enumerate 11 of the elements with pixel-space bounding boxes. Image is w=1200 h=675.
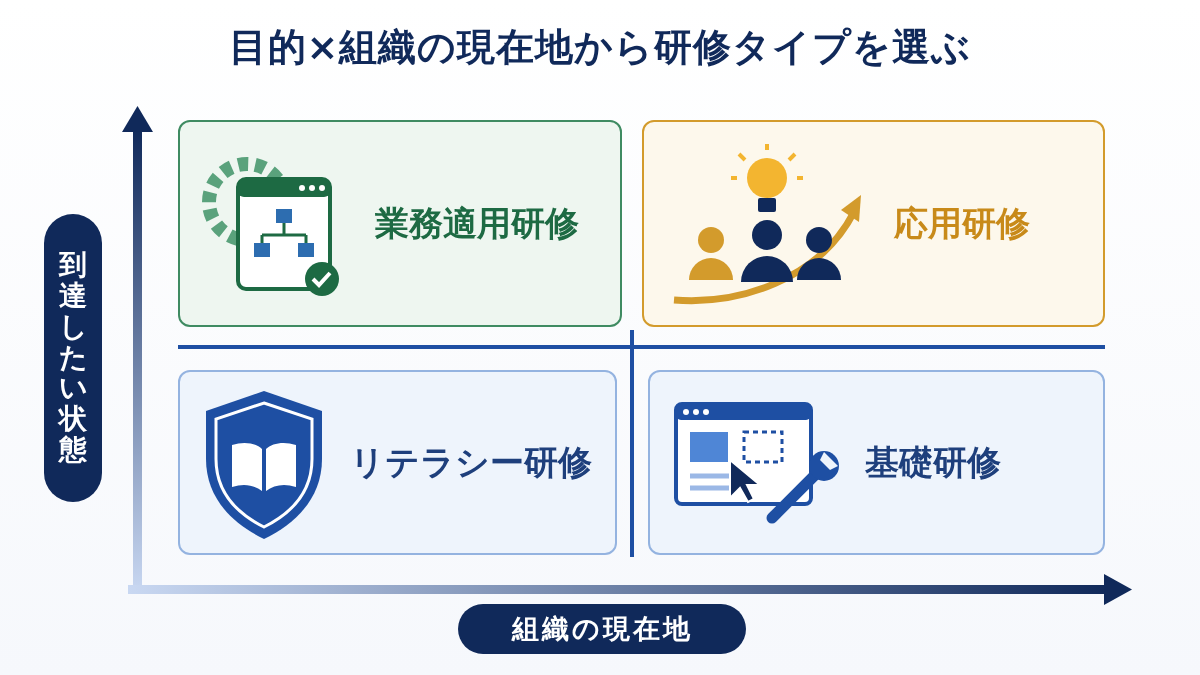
quadrant-label: 応用研修 [894, 201, 1030, 245]
quadrant-box [648, 370, 1105, 555]
quadrant-label: 基礎研修 [865, 440, 1001, 484]
quadrant-box [642, 120, 1105, 327]
quadrant-label: リテラシー研修 [350, 440, 592, 484]
diagram-title: 目的×組織の現在地から研修タイプを選ぶ [227, 24, 973, 71]
quadrant-box [178, 370, 617, 555]
quadrant-label: 業務適用研修 [375, 201, 579, 245]
axis-label-pill: 到達したい状態 [44, 214, 102, 502]
axis-label-pill: 組織の現在地 [458, 604, 746, 654]
quadrant-box [178, 120, 622, 327]
